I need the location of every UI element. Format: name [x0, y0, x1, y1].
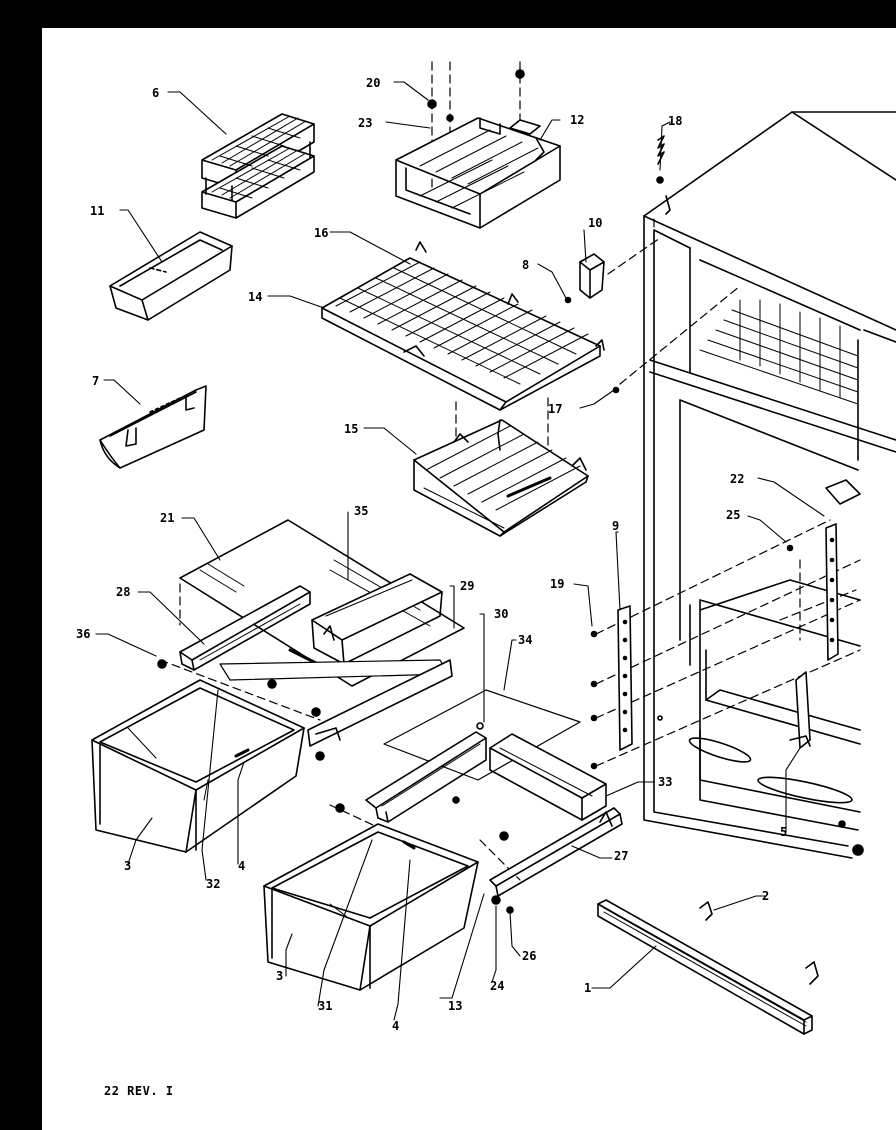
part-16-freezer-shelf [321, 241, 605, 411]
label-part-11: 11 [90, 204, 104, 218]
label-part-6: 6 [152, 86, 159, 100]
label-part-20: 20 [366, 76, 380, 90]
label-part-30: 30 [494, 607, 508, 621]
label-part-14: 14 [248, 290, 262, 304]
label-part-21: 21 [160, 511, 174, 525]
label-part-9: 9 [612, 519, 619, 533]
part-7-curved-retainer [99, 385, 207, 469]
label-part-35: 35 [354, 504, 368, 518]
screws-18 [657, 135, 671, 215]
label-part-10: 10 [588, 216, 602, 230]
label-part-27: 27 [614, 849, 628, 863]
part-29-center-rail [219, 573, 453, 747]
part-3-left-crisper [91, 679, 305, 853]
part-27-rail [489, 807, 623, 897]
part-3-right-crisper [263, 823, 479, 991]
label-part-33: 33 [658, 775, 672, 789]
label-part-2: 2 [762, 889, 769, 903]
label-part-28: 28 [116, 585, 130, 599]
label-part-16: 16 [314, 226, 328, 240]
part-2-clips [699, 901, 819, 985]
part-labels: 1 2 3 3 4 4 5 6 7 8 9 10 11 12 13 14 15 … [76, 76, 787, 1033]
revision-footer: 22 REV. I [104, 1084, 174, 1098]
label-part-7: 7 [92, 374, 99, 388]
label-part-3-left: 3 [124, 859, 131, 873]
part-22-rail-strip [825, 479, 861, 661]
label-part-22: 22 [730, 472, 744, 486]
part-5-bracket [789, 671, 811, 749]
part-11-storage-bin [109, 231, 233, 321]
refrigerator-cabinet [643, 111, 896, 859]
leader-lines [95, 81, 825, 1021]
part-10-control-box [579, 253, 605, 299]
label-part-4-right: 4 [392, 1019, 399, 1033]
label-part-24: 24 [490, 979, 504, 993]
label-part-32: 32 [206, 877, 220, 891]
label-part-17: 17 [548, 402, 562, 416]
part-6-ice-tray-stack [201, 113, 315, 219]
part-33-rail [489, 733, 607, 821]
part-9-rail-strip [617, 605, 633, 751]
label-part-25: 25 [726, 508, 740, 522]
label-part-12: 12 [570, 113, 584, 127]
label-part-13: 13 [448, 999, 462, 1013]
label-part-15: 15 [344, 422, 358, 436]
label-part-19: 19 [550, 577, 564, 591]
part-34-right-cover [365, 689, 581, 823]
label-part-31: 31 [318, 999, 332, 1013]
part-15-wire-basket [413, 419, 589, 537]
scan-speck-2 [18, 934, 24, 939]
scan-speck [176, 16, 188, 28]
label-part-36: 36 [76, 627, 90, 641]
label-part-5: 5 [780, 825, 787, 839]
label-part-34: 34 [518, 633, 532, 647]
part-28-left-rail [179, 585, 311, 671]
label-part-3-right: 3 [276, 969, 283, 983]
label-part-29: 29 [460, 579, 474, 593]
label-part-1: 1 [584, 981, 591, 995]
label-part-23: 23 [358, 116, 372, 130]
label-part-8: 8 [522, 258, 529, 272]
label-part-26: 26 [522, 949, 536, 963]
label-part-18: 18 [668, 114, 682, 128]
label-part-4-left: 4 [238, 859, 245, 873]
fasteners [157, 69, 794, 914]
part-1-toe-grille [597, 899, 813, 1035]
part-12-ice-bucket [395, 117, 561, 229]
